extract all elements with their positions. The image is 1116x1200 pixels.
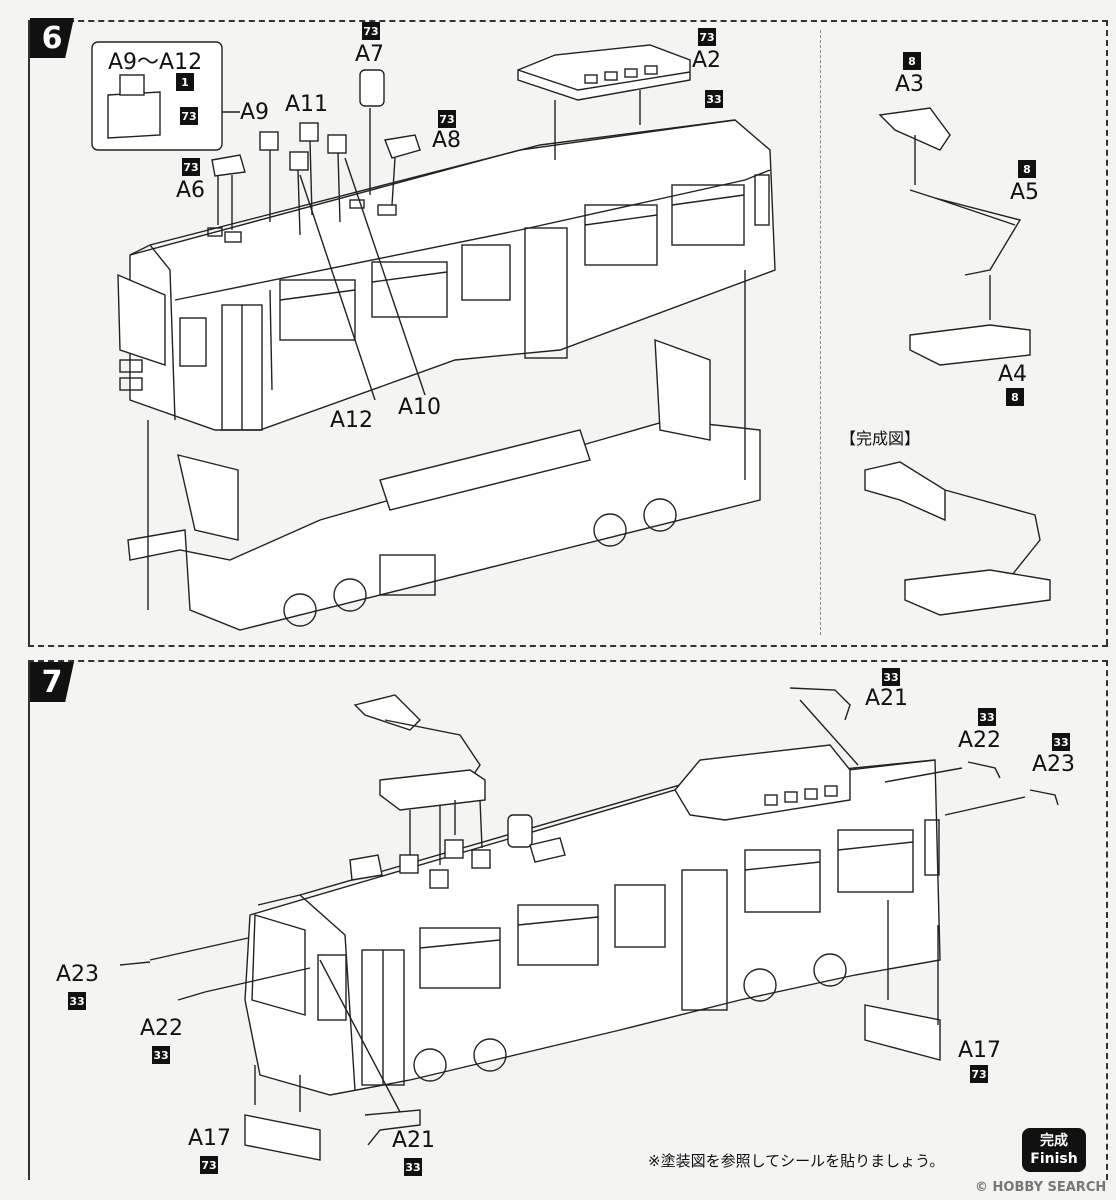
- finish-jp: 完成: [1040, 1133, 1068, 1149]
- label-a3: A3: [895, 72, 925, 97]
- step6-top-border: [28, 20, 1108, 22]
- step6-left-border: [28, 20, 30, 645]
- code-33-a23-right: 33: [1052, 733, 1070, 751]
- label-a22-left: A22: [140, 1016, 184, 1041]
- watermark: © HOBBY SEARCH: [975, 1180, 1107, 1195]
- step-7-badge: 7: [30, 662, 74, 702]
- step7-right-border: [1106, 660, 1108, 1180]
- step6-right-border: [1106, 20, 1108, 645]
- step-6-badge: 6: [30, 18, 74, 58]
- label-a9: A9: [240, 100, 270, 125]
- code-1-a9: 1: [176, 73, 194, 91]
- label-a5: A5: [1010, 180, 1040, 205]
- sticker-note: ※塗装図を参照してシールを貼りましょう。: [648, 1152, 945, 1170]
- label-a23-left: A23: [56, 962, 100, 987]
- label-a4: A4: [998, 362, 1028, 387]
- code-33-a21-bottom: 33: [404, 1158, 422, 1176]
- label-a9-a12: A9～A12: [108, 50, 203, 75]
- label-a2: A2: [692, 48, 722, 73]
- code-8-a3: 8: [903, 52, 921, 70]
- step7-top-border: [28, 660, 1108, 662]
- label-a23-right: A23: [1032, 752, 1076, 777]
- code-73-a17-left: 73: [200, 1156, 218, 1174]
- label-a21-bottom: A21: [392, 1128, 436, 1153]
- code-73-a7: 73: [362, 22, 380, 40]
- code-73-a17-right: 73: [970, 1065, 988, 1083]
- label-a10: A10: [398, 395, 442, 420]
- step7-left-border: [28, 660, 30, 1180]
- tram-body-7: [244, 744, 941, 1096]
- small-parts-7: [119, 687, 1059, 1161]
- label-a12: A12: [330, 408, 374, 433]
- label-a8: A8: [432, 128, 462, 153]
- pantograph-panel: [864, 107, 1051, 616]
- code-33-a2: 33: [705, 90, 723, 108]
- chassis-6: [127, 270, 761, 631]
- label-a7: A7: [355, 42, 385, 67]
- completed-label: 【完成図】: [840, 429, 921, 448]
- label-a6: A6: [176, 178, 206, 203]
- label-a21-top: A21: [865, 686, 909, 711]
- finish-en: Finish: [1030, 1151, 1078, 1167]
- step6-bottom-border: [28, 645, 1108, 647]
- code-73-a8: 73: [438, 110, 456, 128]
- label-a22-right: A22: [958, 728, 1002, 753]
- code-33-a22-right: 33: [978, 708, 996, 726]
- code-33-a21-top: 33: [882, 668, 900, 686]
- step6-divider: [820, 30, 821, 635]
- code-73-a9: 73: [180, 107, 198, 125]
- code-33-a22-left: 33: [152, 1046, 170, 1064]
- code-8-a4: 8: [1006, 388, 1024, 406]
- roof-parts-6: [207, 44, 691, 401]
- code-8-a5: 8: [1018, 160, 1036, 178]
- code-33-a23-left: 33: [68, 992, 86, 1010]
- code-73-a2: 73: [698, 28, 716, 46]
- code-73-a6: 73: [182, 158, 200, 176]
- finish-badge: 完成 Finish: [1022, 1128, 1086, 1172]
- label-a17-left: A17: [188, 1126, 232, 1151]
- label-a17-right: A17: [958, 1038, 1002, 1063]
- roof-parts-7: [349, 694, 566, 889]
- label-a11: A11: [285, 92, 329, 117]
- tram-body-top: [117, 119, 776, 431]
